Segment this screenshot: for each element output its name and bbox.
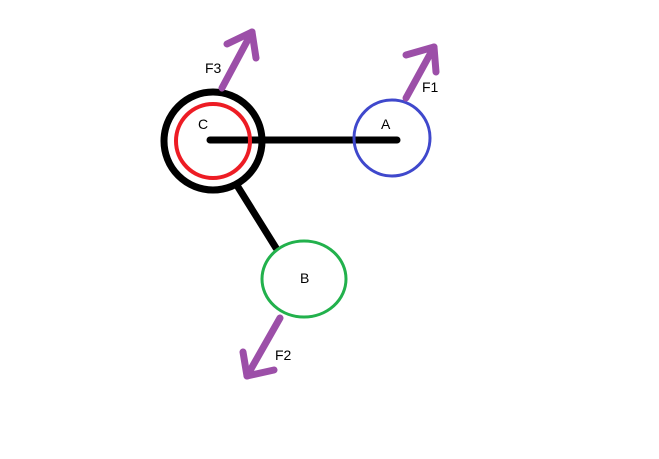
arrow-f1 bbox=[402, 43, 440, 102]
node-b-label: B bbox=[300, 270, 309, 286]
arrow-f2 bbox=[239, 314, 284, 380]
node-c-label: C bbox=[198, 116, 208, 132]
node-c-outer-circle bbox=[160, 88, 266, 194]
link-c-b bbox=[234, 183, 280, 252]
node-c-inner-circle bbox=[174, 102, 252, 180]
node-a-label: A bbox=[381, 116, 391, 132]
force-f1-label: F1 bbox=[422, 79, 439, 95]
force-f3-label: F3 bbox=[205, 60, 222, 76]
force-f2-label: F2 bbox=[275, 347, 292, 363]
node-b-circle bbox=[260, 239, 348, 319]
arrow-f3 bbox=[218, 28, 260, 92]
node-a-circle bbox=[352, 98, 432, 178]
